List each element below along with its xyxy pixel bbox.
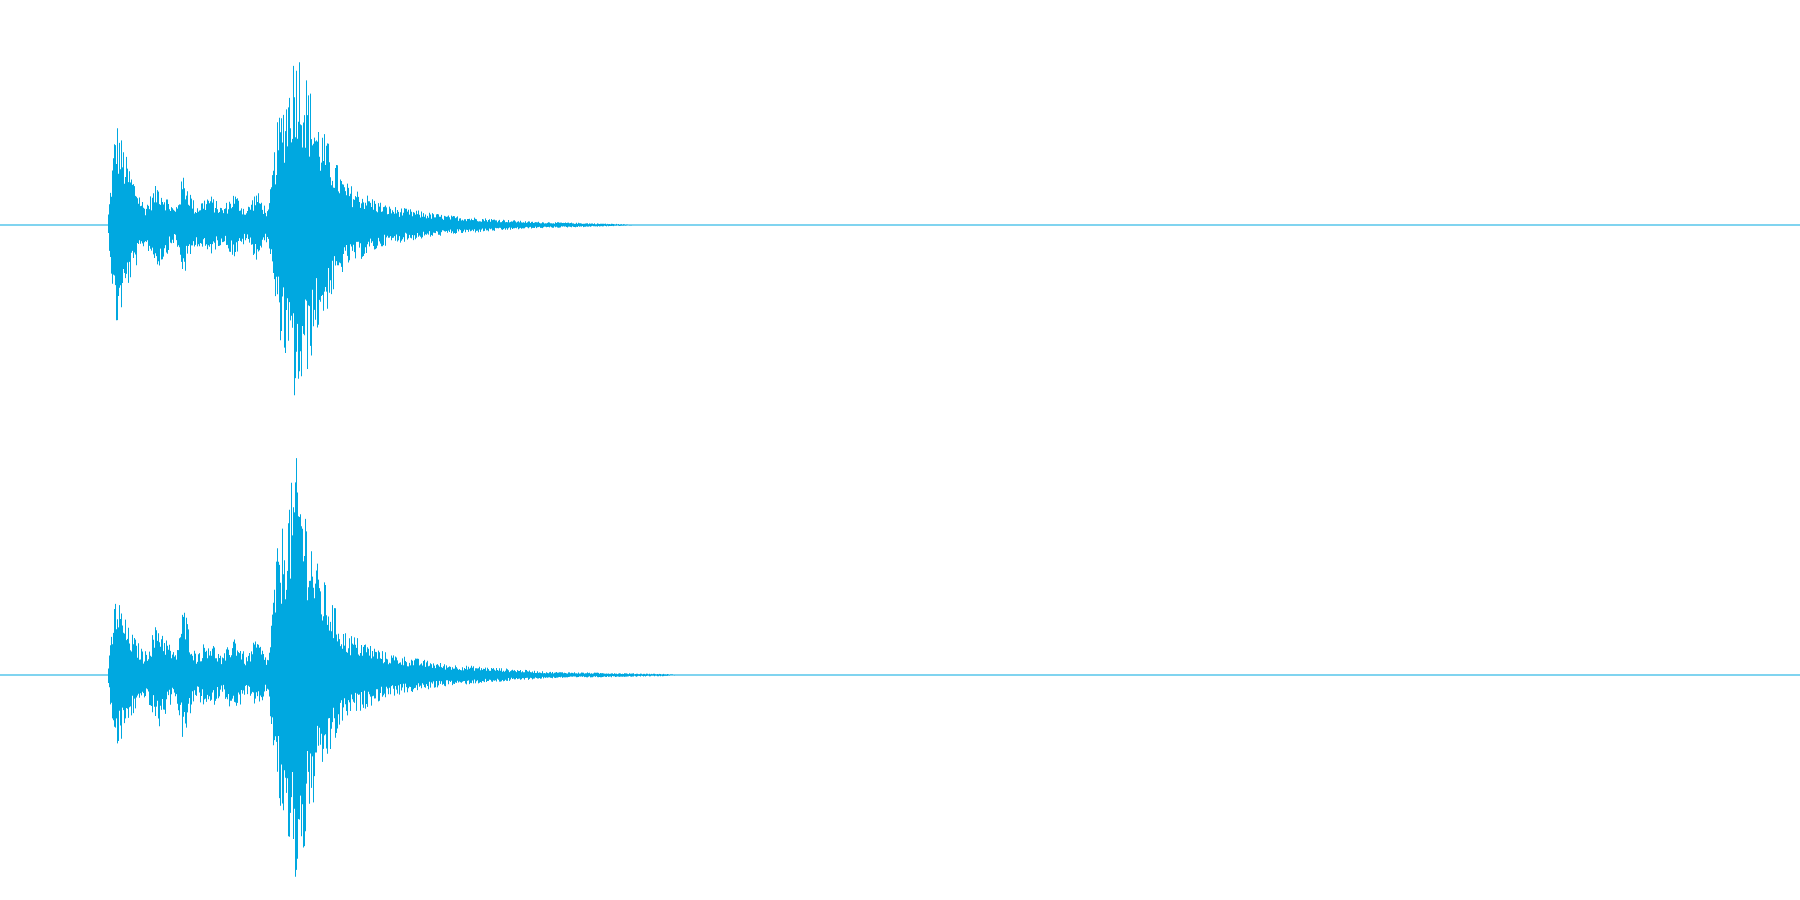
right-channel-waveform[interactable]	[0, 458, 1800, 877]
left-channel-waveform[interactable]	[0, 62, 1800, 396]
left-channel-samples	[108, 62, 644, 396]
right-channel-samples	[108, 458, 680, 877]
